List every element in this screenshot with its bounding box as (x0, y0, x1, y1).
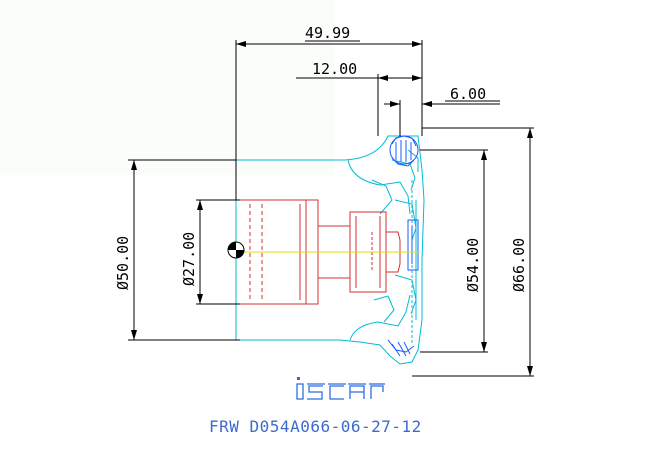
dim-dia-50: Ø50.00 (114, 236, 132, 290)
insert-detail (387, 135, 419, 357)
dim-length-6: 6.00 (450, 85, 486, 103)
part-number: FRW D054A066-06-27-12 (209, 417, 422, 436)
iscar-logo: iscar (296, 377, 385, 400)
dimension-arrows (131, 41, 533, 376)
dim-dia-66: Ø66.00 (510, 238, 528, 292)
dim-dia-27: Ø27.00 (180, 232, 198, 286)
dim-dia-54: Ø54.00 (464, 238, 482, 292)
dimension-lines (128, 40, 534, 377)
center-mark (227, 241, 245, 259)
dim-length-12: 12.00 (312, 60, 357, 78)
dim-overall-length: 49.99 (305, 24, 350, 42)
sheet-tint (0, 0, 335, 175)
